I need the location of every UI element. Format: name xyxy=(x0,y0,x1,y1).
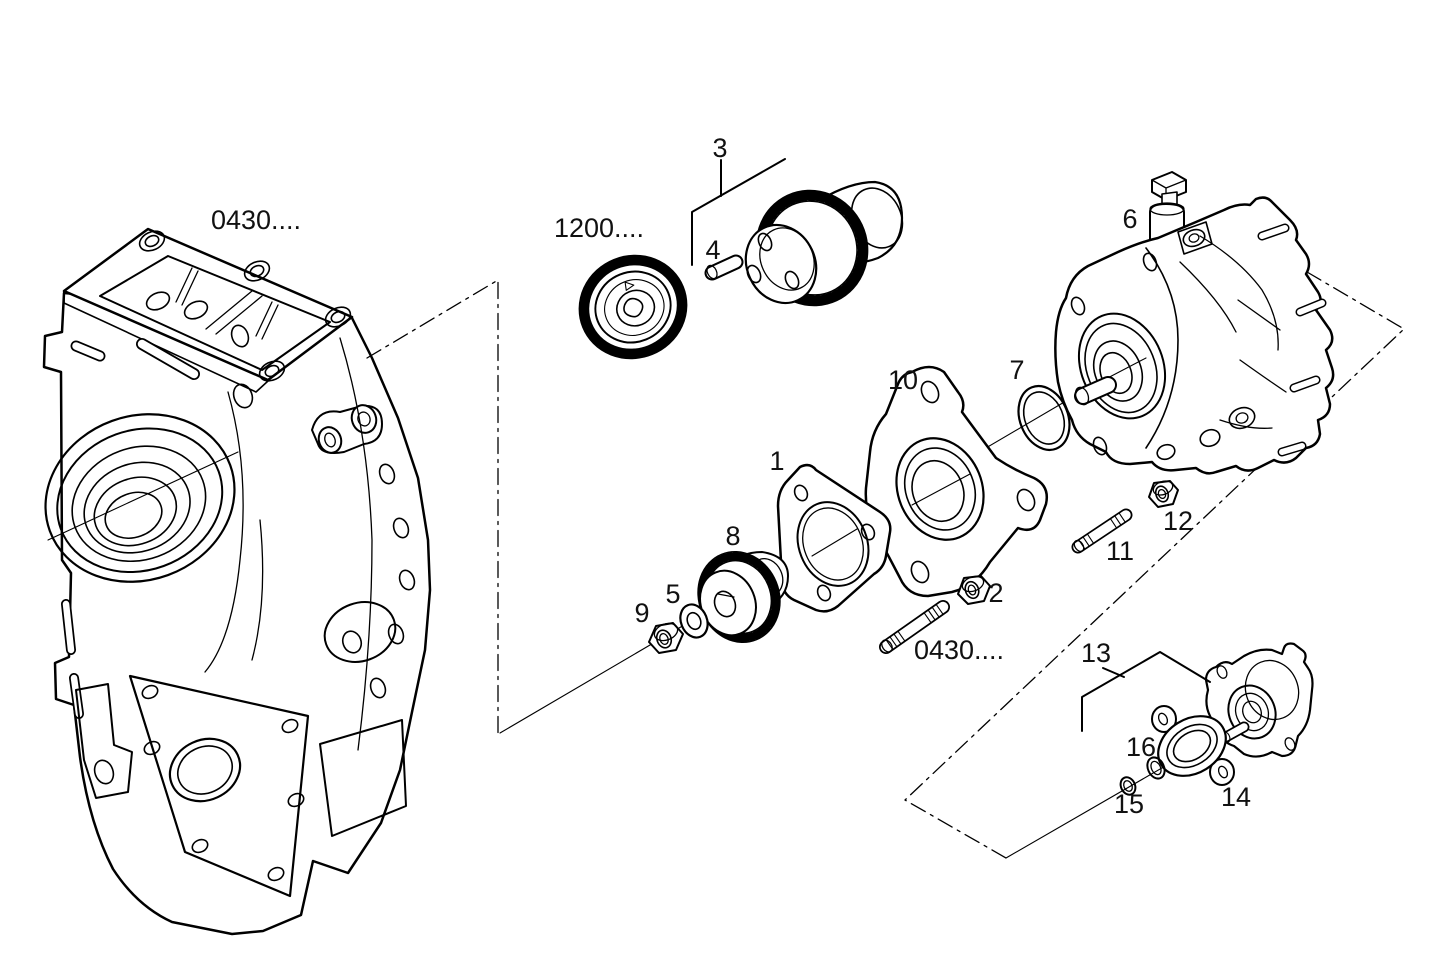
stud-ref-label: 0430.... xyxy=(914,635,1004,665)
block-lower-ear xyxy=(75,683,133,799)
callout-5-label: 5 xyxy=(665,579,680,609)
block-lower-flange xyxy=(128,674,310,898)
flange-10-drawing xyxy=(864,365,1048,598)
callout-12-label: 12 xyxy=(1163,506,1193,536)
flange-10-bore xyxy=(895,437,985,541)
regulator-drawing xyxy=(1204,642,1314,758)
stud-11-drawing xyxy=(1071,508,1133,554)
gasket-14-drawing xyxy=(1151,705,1235,786)
callout-14-label: 14 xyxy=(1221,782,1251,812)
pump-side-bosses xyxy=(1156,406,1256,461)
gasket-1-holes xyxy=(793,484,876,602)
callout-13-label: 13 xyxy=(1081,638,1111,668)
gear-8-drawing xyxy=(697,550,789,644)
callout-7-label: 7 xyxy=(1009,355,1024,385)
pump-shaft xyxy=(1074,376,1117,406)
timing-gear-ref-label: 1200.... xyxy=(554,213,644,243)
washer-5-drawing xyxy=(679,603,709,639)
block-edge-holes xyxy=(369,463,416,699)
callout-1-label: 1 xyxy=(769,446,784,476)
callout-10-label: 10 xyxy=(888,365,918,395)
block-ref-label: 0430.... xyxy=(211,205,301,235)
regulator-face xyxy=(1227,684,1277,740)
nut-9-drawing xyxy=(648,622,684,654)
pump-body xyxy=(1054,196,1335,475)
stud-0430-drawing xyxy=(879,600,950,654)
gasket-1-drawing xyxy=(776,463,892,613)
flange-bolt-holes xyxy=(138,230,352,382)
flange-10-holes xyxy=(910,380,1036,584)
block-window-opening xyxy=(319,719,407,837)
callout-11-label: 11 xyxy=(1106,536,1134,566)
block-side-boss xyxy=(323,601,397,663)
nut-2-drawing xyxy=(957,575,991,605)
pump-studs xyxy=(1257,223,1327,457)
callout-15-label: 15 xyxy=(1114,789,1144,819)
engine-block-drawing xyxy=(42,227,432,936)
coupling-assembly-drawing xyxy=(744,180,904,307)
o-ring-15-drawing xyxy=(1119,776,1137,796)
callout-4-label: 4 xyxy=(705,235,720,265)
callout-6-label: 6 xyxy=(1122,204,1137,234)
callout-16-label: 16 xyxy=(1126,732,1156,762)
callout-leader-lines xyxy=(691,158,1211,732)
engine-block-top-flange xyxy=(62,227,354,382)
callout-2-label: 2 xyxy=(988,578,1003,608)
callout-9-label: 9 xyxy=(634,598,649,628)
stud-0430-threads xyxy=(885,604,944,650)
diagram-labels: 0430.... 1200.... 0430.... 3 4 6 10 7 1 … xyxy=(211,133,1251,819)
pin-drawing xyxy=(704,254,744,281)
timing-gear-drawing xyxy=(578,254,688,360)
coupling-drive-holes xyxy=(746,232,800,290)
callout-8-label: 8 xyxy=(725,521,740,551)
regulator-ear-holes xyxy=(1216,665,1296,751)
o-ring-7-drawing xyxy=(1017,385,1071,451)
pump-flange-holes xyxy=(1070,252,1158,456)
callout-3-label: 3 xyxy=(712,133,727,163)
o-ring-16-drawing xyxy=(1146,756,1166,780)
stud-11-threads xyxy=(1078,512,1126,550)
injection-pump-drawing xyxy=(1054,171,1335,475)
pump-top-boss xyxy=(1177,221,1213,255)
nut-12-drawing xyxy=(1148,480,1179,508)
section-boundary-lines xyxy=(366,271,1405,859)
